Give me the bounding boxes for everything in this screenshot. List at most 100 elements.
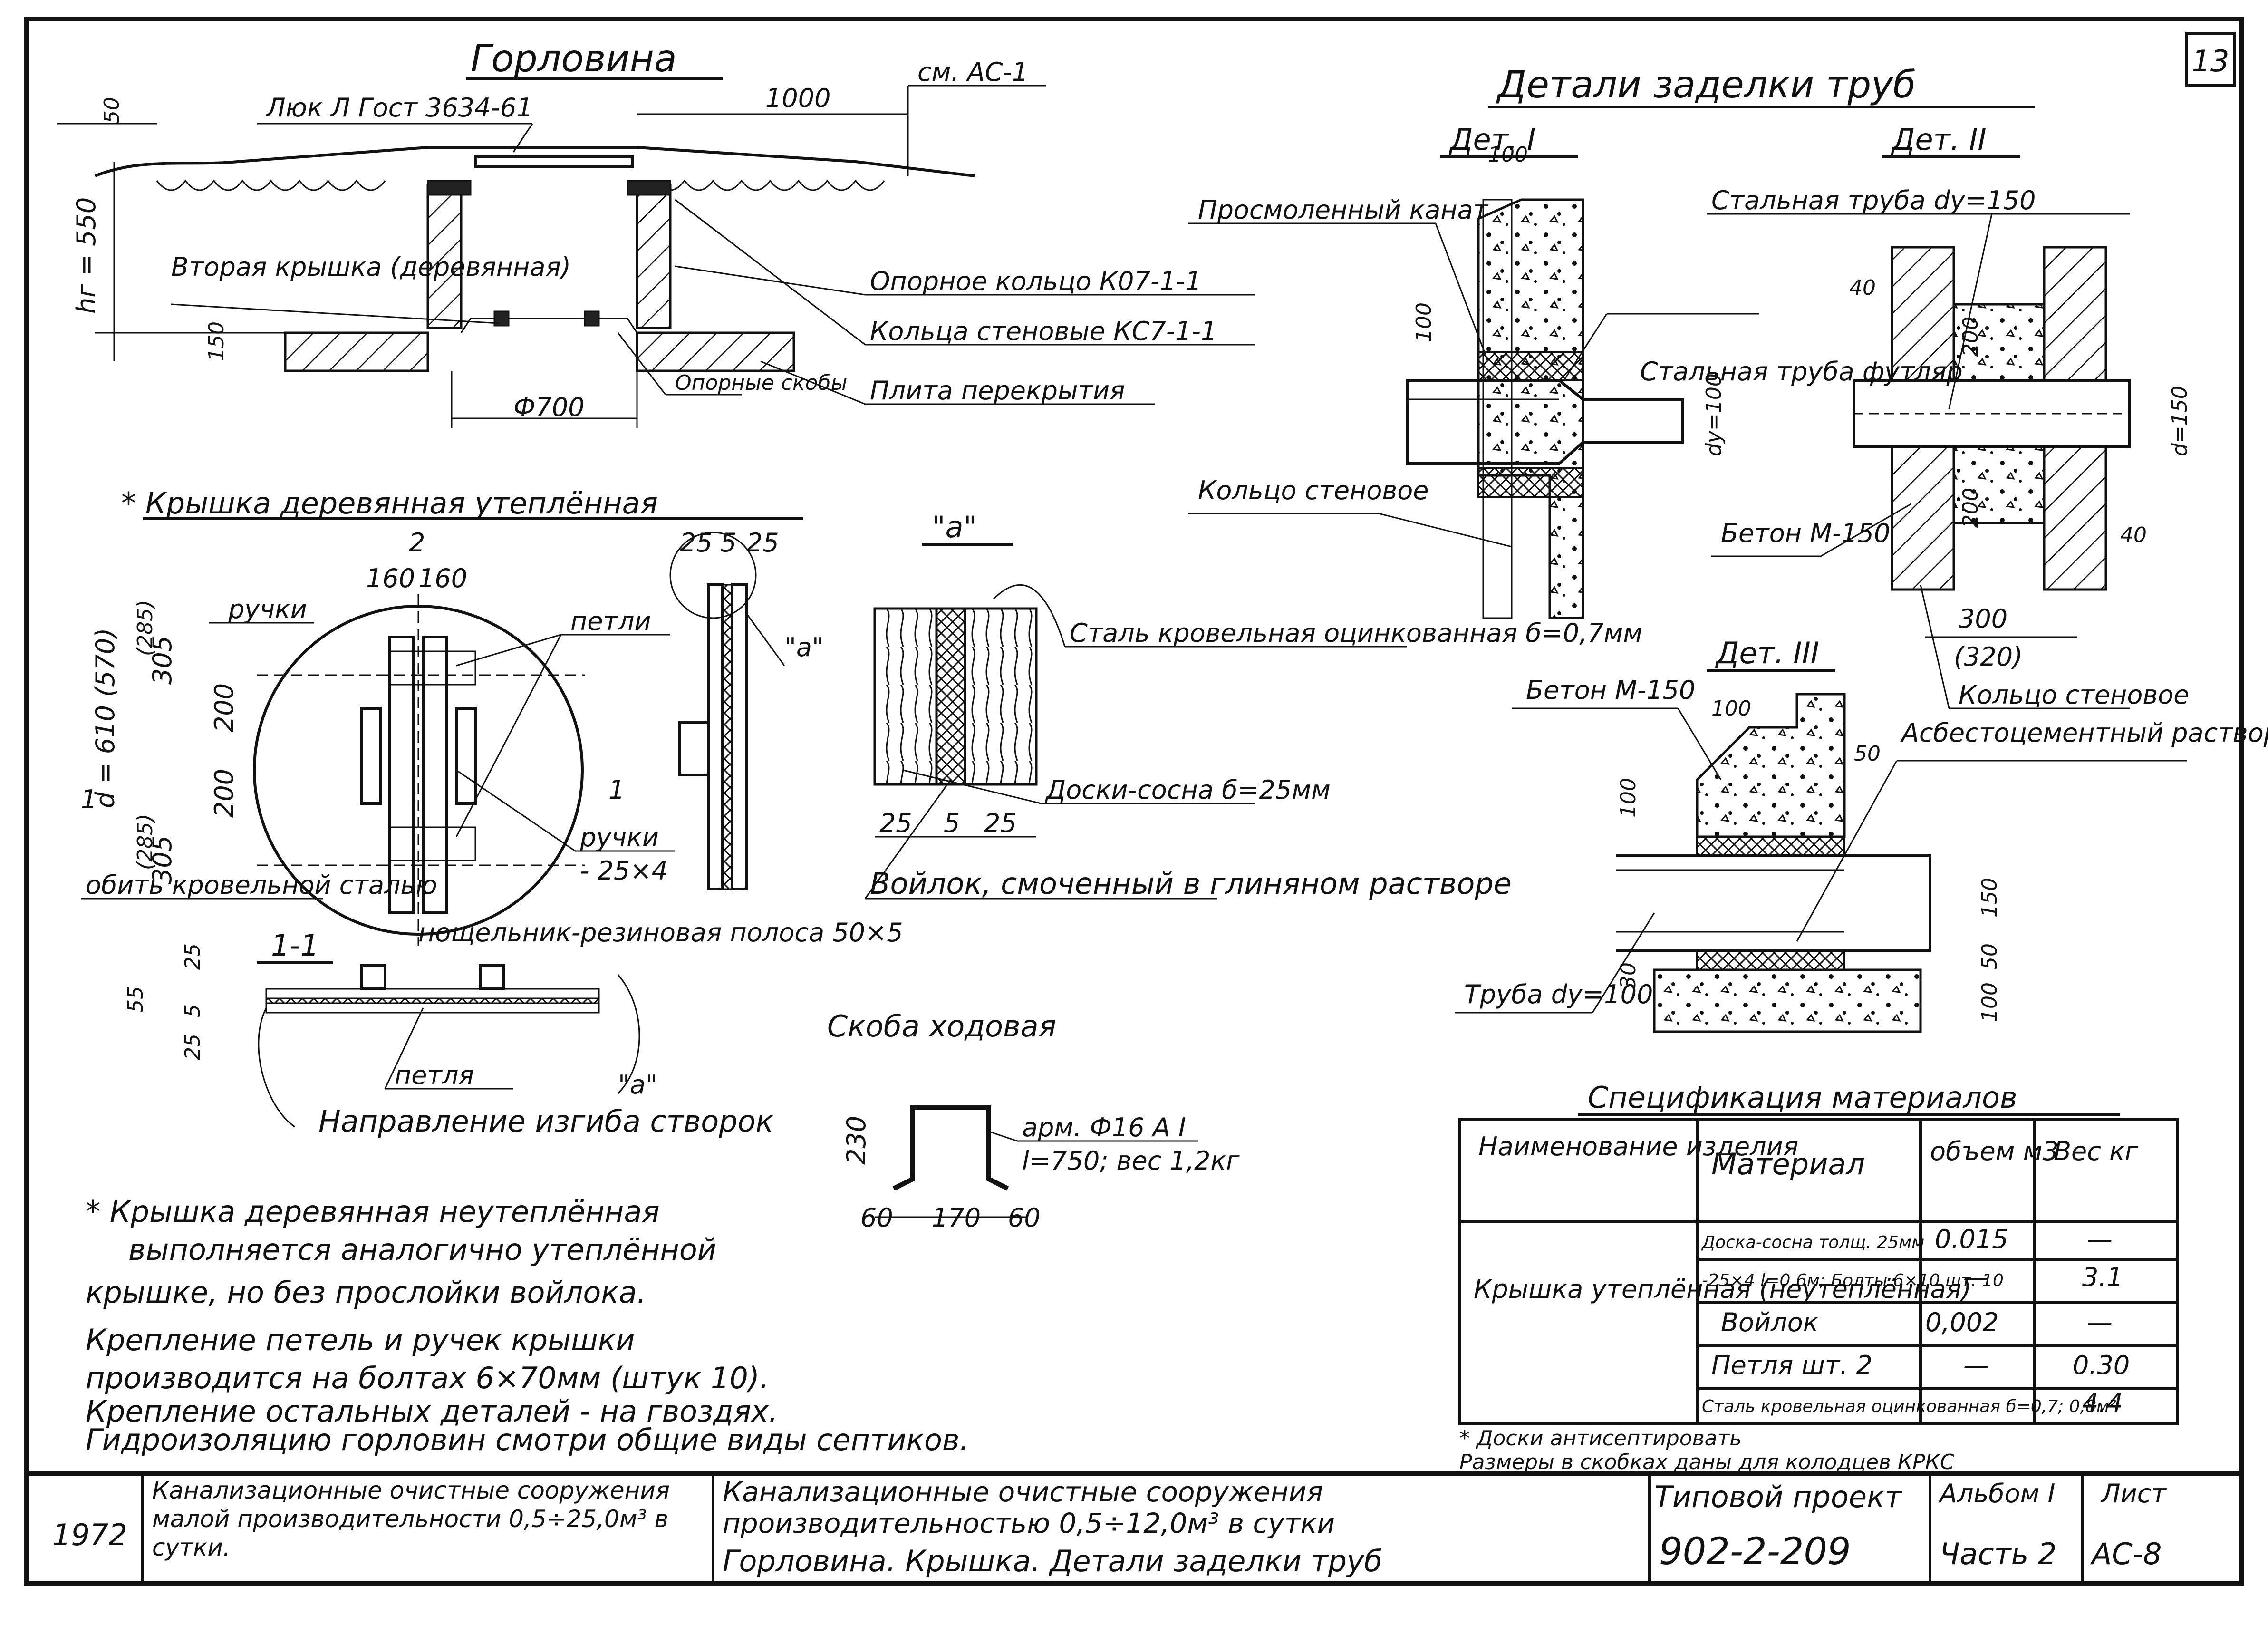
spec-row4-volume: — [1963,1350,1989,1380]
note-line-7: Гидроизоляцию горловин смотри общие виды… [86,1422,969,1457]
album-name: Канализационные очистные сооружения мало… [152,1477,670,1561]
detail-a-dim-25a: 25 [879,808,912,838]
bracket-title: Скоба ходовая [827,1009,1056,1044]
bracket-spec: арм. Ф16 А I [1022,1112,1186,1142]
s11-a-label: "a" [618,1070,657,1100]
note-line-6: Крепление остальных деталей - на гвоздях… [86,1394,778,1429]
detail-a-title: "a" [932,510,977,544]
callout-wall-rings: Кольца стеновые КС7-1-1 [870,316,1217,346]
bracket-length: l=750; вес 1,2кг [1022,1146,1240,1176]
spec-row2-weight: 3.1 [2082,1262,2123,1292]
det3-dim-100: 100 [1711,696,1751,721]
det3-title: Дет. III [1715,636,1819,670]
brackets-label: Опорные скобы [675,371,847,395]
notes-section: * Крышка деревянная неутеплённая выполня… [86,1194,969,1457]
cover-dim-160b: 160 [418,563,467,593]
det1-title: Дет. I [1448,122,1535,157]
edge-dim-25b: 25 [746,528,779,558]
title-block: 1972 Канализационные очистные сооружения… [26,1471,2241,1583]
bracket-dim-60b: 60 [1008,1203,1041,1233]
note-line-5: производится на болтах 6×70мм (штук 10). [86,1361,769,1395]
cover-dim-d: d = 610 (570) [90,628,120,808]
detail-a-dim-25b: 25 [984,808,1017,838]
note-line-4: Крепление петель и ручек крышки [86,1323,635,1357]
detail-a-dim-5: 5 [944,808,960,838]
typical-label: Типовой проект [1654,1480,1903,1514]
detail-a-section: "a" Сталь кровельная оцинкованная б=0,7м… [864,510,1642,901]
bracket-dim-60a: 60 [860,1203,893,1233]
sheet-border [24,17,2244,1586]
boards-label: Доски-сосна б=25мм [1045,775,1331,805]
bracket-section: Скоба ходовая арм. Ф16 А I l=750; вес 1,… [827,1009,1240,1233]
hatch-label: Люк Л Гост 3634-61 [265,93,533,123]
spec-item-name: Крышка утеплённая (неутеплённая) [1474,1274,1971,1304]
section-mark-left: 1 [81,784,97,814]
ref-label: см. АС-1 [917,57,1028,87]
cover-dim-285a: (285) [133,600,157,656]
gorlovina-section: Горловина Люк Л Гост 3634-61 см. АС-1 10… [57,38,1255,428]
spec-title: Спецификация материалов [1588,1080,2017,1115]
spec-header-material: Материал [1711,1147,1865,1181]
spec-footnote-2: Размеры в скобках даны для колодцев КРКС [1459,1450,1955,1474]
spec-row4-weight: 0.30 [2073,1350,2130,1380]
det2-dim-300: 300 [1959,604,2007,634]
spec-row3-volume: 0,002 [1925,1307,1999,1337]
ring-wall2-label: Кольцо стеновое [1959,680,2189,710]
project-name: Канализационные очистные сооружения прои… [723,1476,1335,1539]
cover-dim-160a: 160 [366,563,415,593]
sheet-name: Горловина. Крышка. Детали заделки труб [723,1544,1382,1578]
det3-dim-100v: 100 [1616,778,1641,818]
s11-dim-25a: 25 [181,943,205,970]
cover-dim-200a: 200 [209,683,239,732]
det2-dim-40b: 40 [2120,523,2147,547]
handles-label: ручки [228,594,307,624]
det3-dim-100b: 100 [1978,982,2002,1022]
cover-dim-200b: 200 [209,769,239,818]
spec-footnote-1: * Доски антисептировать [1459,1426,1742,1451]
spec-row4-material: Петля шт. 2 [1711,1350,1872,1380]
loops-label: петли [570,606,651,636]
section-mark-right: 1 [608,775,625,805]
det1-dim-100: 100 [1488,143,1528,167]
pipe-details-title: Детали заделки труб [1496,64,1916,106]
dim-50: 50 [100,97,124,124]
det1-dim-dy100: dy=100 [1702,373,1726,456]
cover-plan-circle [253,605,584,936]
det2-dim-200b: 200 [1959,488,1983,528]
spec-row1-weight: — [2087,1224,2113,1254]
det3-dim-50: 50 [1854,742,1881,766]
dim-150: 150 [204,321,229,361]
s11-dim-5: 5 [181,1004,205,1017]
spec-header-volume: объем м3 [1930,1136,2059,1166]
album-part: Часть 2 [1940,1537,2056,1571]
spec-row3-material: Войлок [1721,1307,1819,1337]
dim-d700: Ф700 [513,392,585,422]
bracket-dim-170: 170 [932,1203,981,1233]
det3-dim-50v: 50 [1978,943,2002,970]
sheet-number-badge: 13 [2185,32,2236,87]
dim-hg: hг = 550 [71,197,101,314]
det2-dim-d150: d=150 [2168,386,2192,456]
spec-header-weight: Вес кг [2054,1136,2139,1166]
spec-row2-volume: — [1963,1262,1989,1292]
loop-label: петля [395,1060,474,1090]
album-name-box: Канализационные очистные сооружения мало… [152,1477,670,1561]
sheet-label: Лист [2100,1479,2167,1509]
sheet-number: 13 [2192,44,2229,78]
section11-title: 1-1 [271,928,319,963]
knife-label: нощельник-резиновая полоса 50×5 [418,918,903,948]
direction-label: Направление изгиба створок [318,1104,774,1139]
spec-table: Спецификация материалов Наименование изд… [1458,1080,2179,1474]
tarred-rope-label: Просмоленный канат [1198,195,1489,225]
det2-dim-40a: 40 [1849,276,1876,300]
concrete3-label: Бетон М-150 [1526,675,1695,705]
spec-row1-volume: 0.015 [1935,1224,2008,1254]
cover-title: * Крышка деревянная утеплённая [121,486,658,521]
cover-dim-305a: 305 [147,636,177,685]
note-line-2: выполняется аналогично утеплённой [128,1232,716,1267]
dim-1000: 1000 [765,83,830,113]
note-line-3: крышке, но без прослойки войлока. [86,1275,646,1310]
year: 1972 [52,1518,127,1552]
